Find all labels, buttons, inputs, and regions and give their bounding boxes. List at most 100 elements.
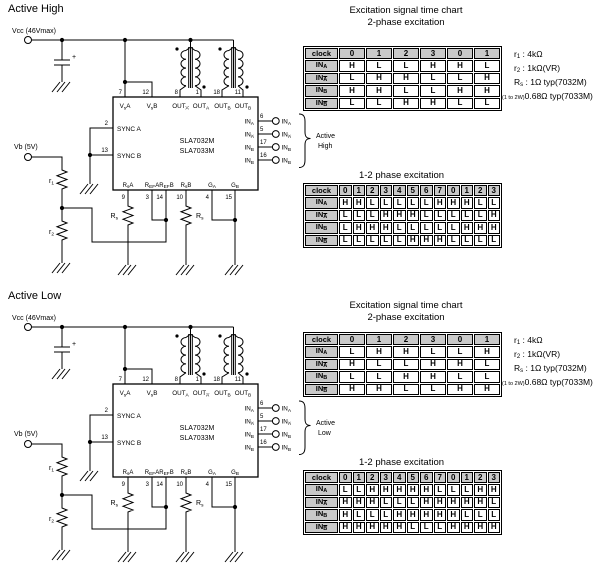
- terminal-label: INA: [282, 132, 292, 140]
- vcc-label: Vcc (46Vmax): [12, 315, 56, 322]
- signal-cell: H: [366, 383, 392, 395]
- signal-cell: L: [406, 197, 419, 209]
- clock-step-cell: 2: [393, 334, 419, 345]
- pin-label: OUTB: [214, 390, 231, 398]
- signal-cell: H: [420, 97, 446, 109]
- note-rs: Rs : 1Ω typ(7032M): [514, 363, 587, 374]
- signal-cell: H: [420, 234, 433, 246]
- clock-step-cell: 1: [474, 48, 500, 59]
- signal-cell: L: [487, 197, 500, 209]
- signal-cell: H: [420, 60, 446, 72]
- vcc-terminal: [24, 323, 32, 331]
- clock-label-cell: clock: [305, 185, 338, 196]
- resistor-rs-b: [179, 490, 193, 515]
- clock-step-cell: 1: [366, 334, 392, 345]
- pin-number: 9: [122, 195, 126, 201]
- signal-cell: L: [447, 222, 460, 234]
- signal-cell: H: [487, 521, 500, 533]
- pin-label: REFB: [159, 183, 174, 190]
- signal-cell: L: [406, 521, 419, 533]
- resistors: [55, 454, 193, 530]
- pin-number: 12: [142, 377, 149, 383]
- signal-cell: H: [406, 234, 419, 246]
- half-step-table-title: 1-2 phase excitation: [358, 457, 445, 468]
- ina-terminal: [271, 117, 280, 125]
- clock-step-cell: 1: [366, 48, 392, 59]
- section-active-low: Active Low: [0, 287, 608, 570]
- clock-step-cell: 3: [420, 334, 446, 345]
- pin-label: OUTA: [172, 390, 189, 398]
- signal-cell: L: [352, 234, 365, 246]
- r2-label: r2: [49, 516, 54, 524]
- signal-cell: L: [339, 209, 352, 221]
- clock-label-cell: clock: [305, 472, 338, 483]
- clock-step-cell: 0: [339, 48, 365, 59]
- signal-cell: L: [420, 346, 446, 358]
- clock-step-cell: 3: [420, 48, 446, 59]
- signal-cell: H: [447, 197, 460, 209]
- ic-part-number-2: SLA7033M: [180, 435, 215, 442]
- signal-cell: H: [420, 371, 446, 383]
- clock-step-cell: 3: [379, 472, 392, 483]
- pin-label: OUTA: [172, 103, 189, 111]
- capacitor-polarity: +: [72, 54, 76, 61]
- signal-cell: L: [420, 209, 433, 221]
- pin-label: VsB: [147, 390, 158, 398]
- signal-cell: H: [447, 60, 473, 72]
- signal-cell: L: [379, 509, 392, 521]
- note-r1: r1 : 4kΩ: [514, 335, 543, 346]
- clock-step-cell: 1: [460, 472, 473, 483]
- terminal-label: INB: [282, 445, 292, 453]
- clock-step-cell: 0: [447, 185, 460, 196]
- signal-cell: L: [366, 509, 379, 521]
- pin-number: 6: [260, 114, 264, 120]
- signal-cell: H: [474, 383, 500, 395]
- signal-cell: H: [366, 72, 392, 84]
- signal-cell: H: [460, 496, 473, 508]
- signal-cell: H: [393, 371, 419, 383]
- bottom-pins: 9 3 14 10 4 15 RsA REFA REFB RsB GA GB: [122, 470, 239, 488]
- clock-step-cell: 7: [433, 472, 446, 483]
- signal-cell: H: [339, 496, 352, 508]
- ina-bar-terminal: [271, 417, 280, 425]
- circuit-schematic: Vcc (46Vmax) Vb (5V) + r1 r2 Rs Rs SLA70…: [12, 315, 335, 563]
- signal-cell: L: [393, 60, 419, 72]
- rs-right-label: Rs: [196, 213, 204, 221]
- signal-cell: H: [339, 509, 352, 521]
- signal-cell: L: [420, 85, 446, 97]
- signal-cell: H: [366, 521, 379, 533]
- signal-cell: L: [393, 222, 406, 234]
- top-pin-numbers: 7 12 8 1 18 11: [119, 377, 242, 383]
- signal-cell: H: [406, 509, 419, 521]
- signal-cell: L: [487, 496, 500, 508]
- pin-label: OUTB: [235, 390, 252, 398]
- signal-cell: L: [460, 234, 473, 246]
- row-label-cell: INA: [305, 72, 338, 84]
- clock-step-cell: 0: [447, 334, 473, 345]
- pin-number: 3: [146, 195, 150, 201]
- motor-winding-b: [218, 47, 249, 89]
- clock-step-cell: 0: [339, 334, 365, 345]
- top-pin-numbers: 7 12 8 1 18 11: [119, 90, 242, 96]
- clock-step-cell: 0: [447, 48, 473, 59]
- row-label-cell: INB: [305, 97, 338, 109]
- pin-number: 9: [122, 482, 126, 488]
- pin-label: INA: [244, 419, 254, 427]
- signal-cell: H: [447, 358, 473, 370]
- pin-number: 11: [235, 377, 242, 383]
- signal-cell: L: [460, 209, 473, 221]
- signal-cell: L: [420, 222, 433, 234]
- pin-label: INB: [244, 145, 254, 153]
- pin-number: 10: [176, 195, 183, 201]
- signal-cell: H: [379, 521, 392, 533]
- winding-polarity-dot: [202, 85, 206, 89]
- signal-cell: L: [474, 371, 500, 383]
- signal-cell: L: [366, 197, 379, 209]
